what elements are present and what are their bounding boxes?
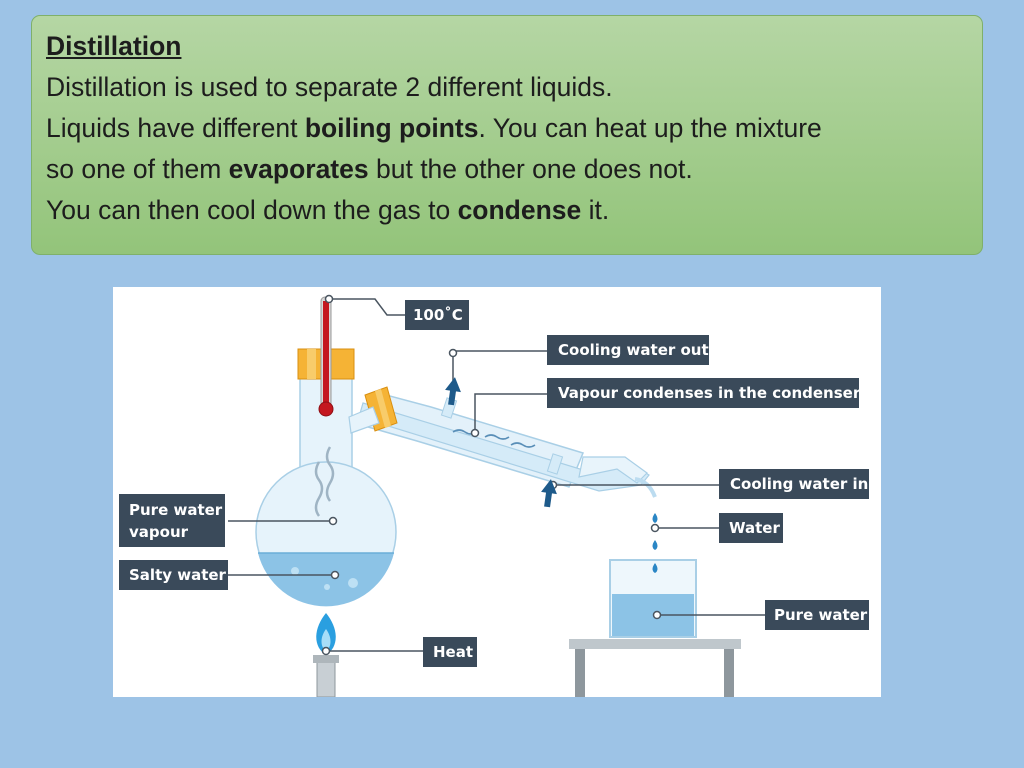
distillation-diagram: 100˚C Cooling water out Vapour condenses… (113, 287, 881, 697)
svg-text:vapour: vapour (129, 523, 189, 541)
svg-text:Vapour condenses in the conden: Vapour condenses in the condenser (558, 384, 861, 402)
text-span: so one of them (46, 154, 229, 184)
svg-text:Cooling water out: Cooling water out (558, 341, 709, 359)
label-cooling-water-out: Cooling water out (547, 335, 709, 365)
intro-text-box: Distillation Distillation is used to sep… (31, 15, 983, 255)
label-heat: Heat (423, 637, 477, 667)
text-span: but the other one does not. (368, 154, 693, 184)
text-span: . You can heat up the mixture (478, 113, 822, 143)
distillation-apparatus: 100˚C Cooling water out Vapour condenses… (119, 294, 869, 697)
bunsen-burner (313, 613, 339, 697)
svg-text:Salty water: Salty water (129, 566, 227, 584)
text-line-2: Liquids have different boiling points. Y… (46, 108, 968, 149)
text-line-3: so one of them evaporates but the other … (46, 149, 968, 190)
beaker (609, 559, 697, 638)
svg-text:100˚C: 100˚C (413, 306, 463, 324)
label-vapour-condenses: Vapour condenses in the condenser (547, 378, 861, 408)
keyword-boiling-points: boiling points (304, 113, 479, 143)
svg-text:Pure water: Pure water (774, 606, 868, 624)
leader-lines (228, 294, 765, 656)
svg-text:Cooling water in: Cooling water in (730, 475, 868, 493)
label-cooling-water-in: Cooling water in (719, 469, 869, 499)
text-span: You can then cool down the gas to (46, 195, 458, 225)
round-bottom-flask (255, 364, 397, 607)
thermometer (318, 296, 334, 417)
svg-text:Water: Water (729, 519, 780, 537)
label-pure-water: Pure water (765, 600, 869, 630)
keyword-condense: condense (457, 195, 582, 225)
svg-text:Heat: Heat (433, 643, 473, 661)
label-temperature: 100˚C (405, 300, 469, 330)
heading: Distillation (46, 31, 182, 61)
tripod-stand (569, 639, 741, 697)
text-span: Liquids have different (46, 113, 305, 143)
label-salty-water: Salty water (119, 560, 228, 590)
svg-text:Pure water: Pure water (129, 501, 223, 519)
text-line-4: You can then cool down the gas to conden… (46, 190, 968, 231)
text-line-1: Distillation is used to separate 2 diffe… (46, 72, 613, 102)
text-span: it. (581, 195, 610, 225)
condenser (358, 391, 650, 492)
drops (652, 513, 658, 573)
label-pure-water-vapour: Pure water vapour (119, 494, 225, 547)
keyword-evaporates: evaporates (228, 154, 369, 184)
label-water: Water (719, 513, 783, 543)
